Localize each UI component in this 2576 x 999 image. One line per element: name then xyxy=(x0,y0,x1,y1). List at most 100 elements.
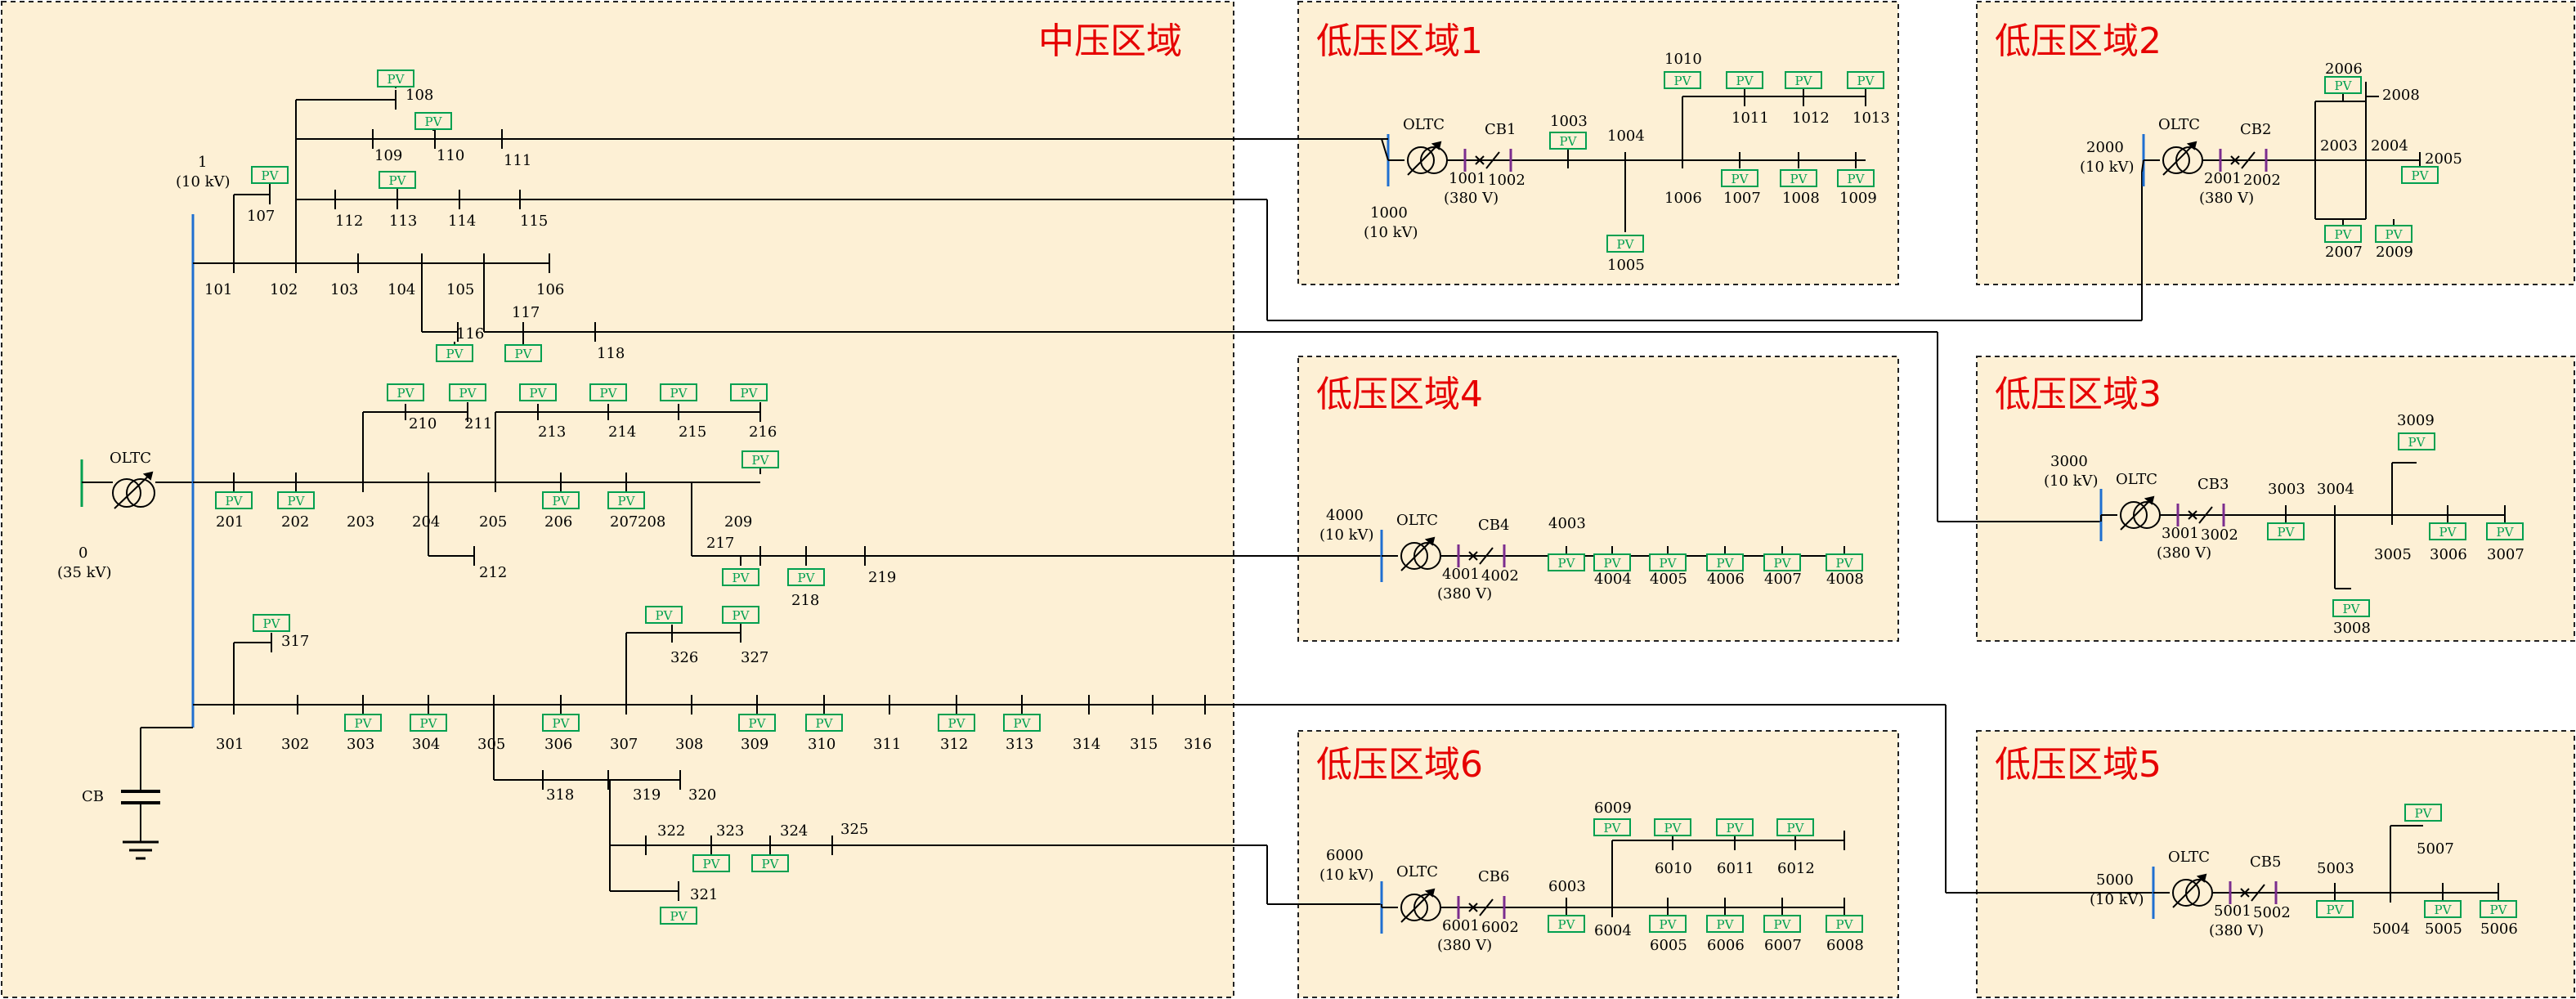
pv-label: PV xyxy=(2412,168,2430,183)
node-label: 3004 xyxy=(2317,481,2354,498)
pv-panel: PV xyxy=(2401,166,2439,184)
pv-label: PV xyxy=(262,168,280,183)
capacitor-cb-label: CB xyxy=(82,788,104,805)
region-lv5 xyxy=(1976,730,2575,998)
pv-label: PV xyxy=(2335,78,2353,93)
breaker-node-label: 4002 xyxy=(1481,567,1519,585)
transformer-lv-node-label: 3001 xyxy=(2162,525,2199,542)
pv-217: PV xyxy=(722,568,759,586)
transformer-lv-node-label: 2001 xyxy=(2204,170,2242,187)
pv-label: PV xyxy=(1604,821,1622,835)
node-110-label: 110 xyxy=(437,147,464,164)
circuit-breaker-icon xyxy=(2230,151,2256,169)
node-label: 6006 xyxy=(1707,937,1745,954)
node-107-label: 107 xyxy=(247,208,275,225)
node-203-label: 203 xyxy=(347,513,374,531)
pv-panel: PV xyxy=(2267,522,2305,540)
breaker-label: CB6 xyxy=(1478,868,1509,885)
node-label: 2004 xyxy=(2371,137,2408,155)
node-209-label: 209 xyxy=(724,513,752,531)
node-113-label: 113 xyxy=(389,213,417,230)
region-lv6 xyxy=(1297,730,1899,998)
pv-panel: PV xyxy=(1649,553,1687,571)
breaker-node-label: 6002 xyxy=(1481,919,1519,936)
node-320-label: 320 xyxy=(688,786,716,804)
node-label: 6011 xyxy=(1717,860,1754,877)
pv-label: PV xyxy=(553,716,571,731)
node-208-label: 208 xyxy=(638,513,665,531)
ground-icon xyxy=(123,840,159,860)
mv-kv-label: (10 kV) xyxy=(176,173,231,190)
node-112-label: 112 xyxy=(335,213,363,230)
pv-215: PV xyxy=(660,383,697,401)
node-label: 2005 xyxy=(2425,150,2462,168)
lv-source-kv-label: (10 kV) xyxy=(2044,473,2099,490)
node-102-label: 102 xyxy=(270,281,298,298)
pv-label: PV xyxy=(1727,821,1745,835)
node-309-label: 309 xyxy=(741,736,768,753)
node-116-label: 116 xyxy=(456,325,484,343)
pv-label: PV xyxy=(1717,556,1735,571)
node-310-label: 310 xyxy=(808,736,836,753)
pv-panel: PV xyxy=(1721,169,1758,187)
pv-label: PV xyxy=(656,608,674,623)
breaker-node-label: 1002 xyxy=(1488,172,1525,189)
oltc-label: OLTC xyxy=(1403,116,1445,133)
oltc-label: OLTC xyxy=(2168,849,2210,866)
pv-label: PV xyxy=(1617,237,1635,252)
pv-label: PV xyxy=(618,494,636,508)
pv-label: PV xyxy=(1558,556,1576,571)
node-label: 1005 xyxy=(1607,257,1645,274)
node-label: 1012 xyxy=(1792,110,1830,127)
node-201-label: 201 xyxy=(216,513,244,531)
node-211-label: 211 xyxy=(464,415,492,432)
oltc-label-mv: OLTC xyxy=(110,450,151,467)
pv-309: PV xyxy=(738,714,776,732)
node-103-label: 103 xyxy=(330,281,358,298)
pv-label: PV xyxy=(2335,227,2353,242)
pv-panel: PV xyxy=(2480,900,2517,918)
node-label: 2009 xyxy=(2376,244,2413,261)
node-326-label: 326 xyxy=(670,649,698,666)
node-316-label: 316 xyxy=(1184,736,1212,753)
pv-label: PV xyxy=(226,494,244,508)
lv-source-kv-label: (10 kV) xyxy=(2090,891,2144,908)
circuit-breaker-icon xyxy=(1475,151,1500,169)
node-214-label: 214 xyxy=(608,423,636,441)
node-207-label: 207 xyxy=(610,513,638,531)
node-212-label: 212 xyxy=(479,564,507,581)
node-label: 1008 xyxy=(1782,190,1820,207)
pv-label: PV xyxy=(420,716,438,731)
pv-label: PV xyxy=(1857,74,1875,88)
pv-216: PV xyxy=(730,383,768,401)
node-114-label: 114 xyxy=(448,213,476,230)
pv-317: PV xyxy=(253,614,290,632)
region-title-lv1: 低压区域1 xyxy=(1316,20,1483,62)
pv-label: PV xyxy=(752,453,770,468)
pv-116: PV xyxy=(436,344,473,362)
node-108-label: 108 xyxy=(405,87,433,104)
pv-110: PV xyxy=(414,112,452,130)
pv-label: PV xyxy=(2435,903,2453,917)
pv-label: PV xyxy=(1014,716,1032,731)
node-label: 3003 xyxy=(2268,481,2305,498)
breaker-label: CB3 xyxy=(2197,476,2229,493)
pv-panel: PV xyxy=(1763,553,1801,571)
pv-label: PV xyxy=(1836,917,1854,932)
node-317-label: 317 xyxy=(281,633,309,650)
region-title-lv4: 低压区域4 xyxy=(1316,374,1483,415)
pv-label: PV xyxy=(600,386,618,401)
pv-label: PV xyxy=(397,386,415,401)
region-title-lv2: 低压区域2 xyxy=(1995,20,2162,62)
region-title-lv3: 低压区域3 xyxy=(1995,374,2162,415)
pv-label: PV xyxy=(1836,556,1854,571)
pv-label: PV xyxy=(459,386,477,401)
node-206-label: 206 xyxy=(544,513,572,531)
pv-label: PV xyxy=(1787,821,1805,835)
breaker-node-label: 5002 xyxy=(2253,904,2291,921)
pv-panel: PV xyxy=(1847,71,1884,89)
region-lv1 xyxy=(1297,1,1899,285)
